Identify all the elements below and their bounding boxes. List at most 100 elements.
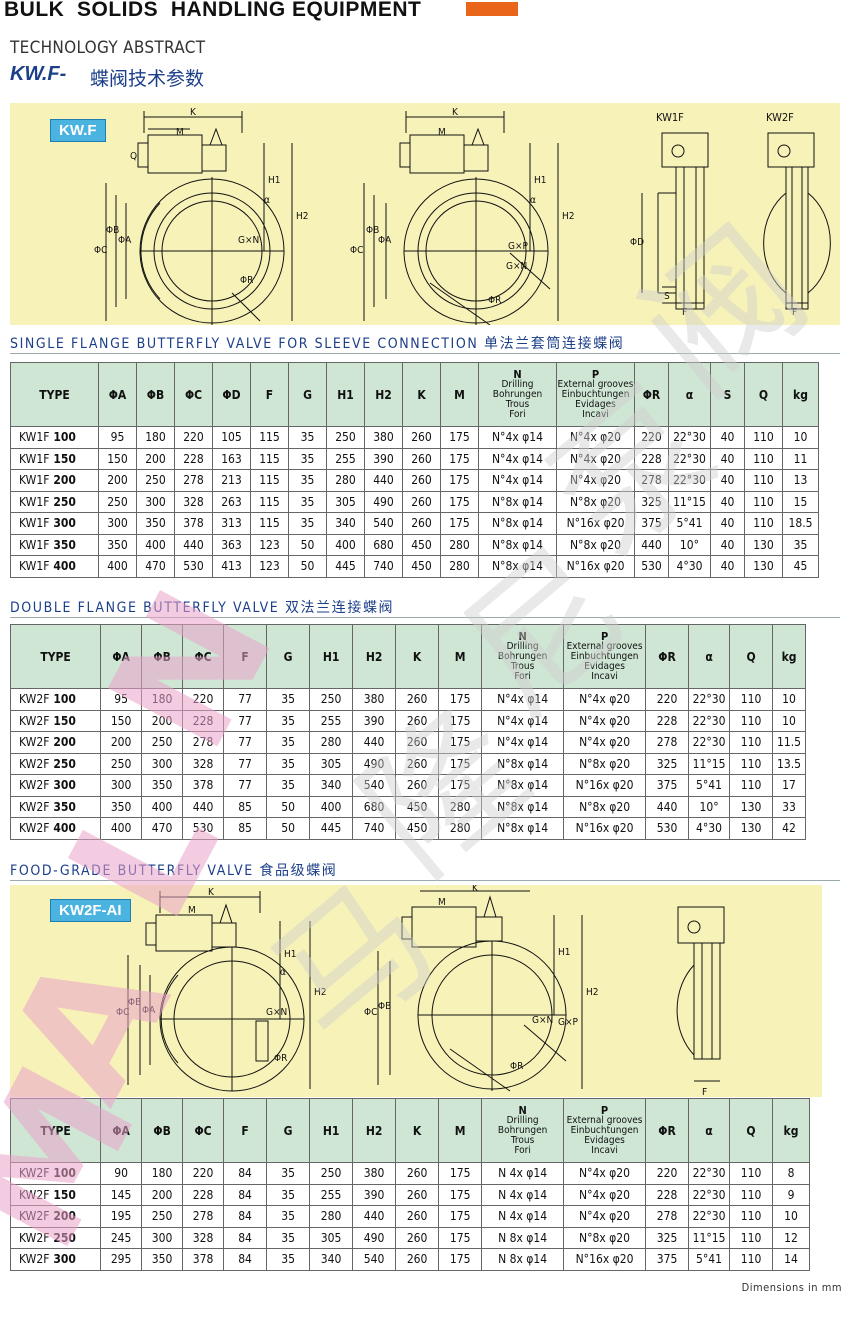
value-cell: N°8x φ20 xyxy=(563,752,647,775)
value-cell: 260 xyxy=(402,447,441,470)
value-cell: N°16x φ20 xyxy=(563,1248,647,1271)
col-header: ΦR xyxy=(634,362,669,427)
value-cell: 123 xyxy=(250,555,289,578)
value-cell: N°8x φ14 xyxy=(481,817,565,840)
model-cn-title: 蝶阀技术参数 xyxy=(90,68,205,90)
value-cell: 110 xyxy=(744,447,783,470)
value-cell: 130 xyxy=(744,555,783,578)
model-code: KW.F- xyxy=(10,63,67,85)
dim-phid: ΦD xyxy=(630,237,644,248)
value-cell: 278 xyxy=(645,731,690,754)
value-cell: 200 xyxy=(98,469,137,492)
value-cell: 213 xyxy=(212,469,251,492)
value-cell: 84 xyxy=(223,1226,268,1249)
value-cell: 350 xyxy=(141,774,184,797)
value-cell: 22°30 xyxy=(688,1205,730,1228)
value-cell: 22°30 xyxy=(688,1183,730,1206)
value-cell: 95 xyxy=(100,688,143,711)
kw2f-label: KW2F xyxy=(766,111,794,124)
value-cell: 115 xyxy=(250,490,289,513)
dim-phia-1: ΦA xyxy=(118,235,132,246)
value-cell: 220 xyxy=(634,426,669,449)
value-cell: N°4x φ20 xyxy=(563,731,647,754)
value-cell: N°4x φ20 xyxy=(563,1183,647,1206)
dimensions-note: Dimensions in mm xyxy=(741,1281,842,1294)
value-cell: N°8x φ20 xyxy=(556,533,635,556)
value-cell: 350 xyxy=(141,1248,184,1271)
value-cell: 11°15 xyxy=(688,752,731,775)
value-cell: 22°30 xyxy=(668,426,711,449)
value-cell: 40 xyxy=(710,533,745,556)
value-cell: 35 xyxy=(266,1205,311,1228)
value-cell: 130 xyxy=(744,533,783,556)
value-cell: 12 xyxy=(772,1226,810,1249)
col-header: ΦC xyxy=(182,1098,225,1163)
section-title-double-flange: DOUBLE FLANGE BUTTERFLY VALVE 双法兰连接蝶阀 xyxy=(10,600,395,616)
value-cell: 130 xyxy=(729,817,774,840)
dim-alpha-2: α xyxy=(530,195,536,206)
value-cell: 175 xyxy=(440,426,479,449)
value-cell: N°4x φ14 xyxy=(481,731,565,754)
value-cell: 10° xyxy=(668,533,711,556)
value-cell: 200 xyxy=(100,731,143,754)
value-cell: 340 xyxy=(309,774,354,797)
value-cell: 313 xyxy=(212,512,251,535)
section-title-single-flange: SINGLE FLANGE BUTTERFLY VALVE FOR SLEEVE… xyxy=(10,336,625,352)
value-cell: 84 xyxy=(223,1183,268,1206)
value-cell: N 4x φ14 xyxy=(481,1205,565,1228)
value-cell: N°4x φ20 xyxy=(563,709,647,732)
value-cell: 115 xyxy=(250,512,289,535)
value-cell: 445 xyxy=(309,817,354,840)
value-cell: 90 xyxy=(100,1162,143,1185)
col-header: α xyxy=(688,624,731,689)
value-cell: 228 xyxy=(645,709,690,732)
value-cell: 200 xyxy=(141,1183,184,1206)
value-cell: N°8x φ14 xyxy=(478,512,557,535)
value-cell: 255 xyxy=(326,447,365,470)
value-cell: N°4x φ20 xyxy=(556,426,635,449)
dim-h1-3: H1 xyxy=(284,949,297,960)
col-header: H2 xyxy=(352,1098,397,1163)
value-cell: 110 xyxy=(728,1248,774,1271)
value-cell: N°8x φ14 xyxy=(478,490,557,513)
value-cell: 250 xyxy=(141,731,184,754)
value-cell: 490 xyxy=(364,490,403,513)
value-cell: N°8x φ20 xyxy=(563,795,647,818)
value-cell: N°16x φ20 xyxy=(563,774,647,797)
value-cell: 740 xyxy=(364,555,403,578)
dim-alpha-3: α xyxy=(280,967,286,978)
value-cell: 363 xyxy=(212,533,251,556)
value-cell: 175 xyxy=(438,1162,483,1185)
value-cell: 280 xyxy=(309,1205,354,1228)
value-cell: 260 xyxy=(395,1205,440,1228)
value-cell: 400 xyxy=(136,533,175,556)
value-cell: 105 xyxy=(212,426,251,449)
value-cell: 40 xyxy=(710,469,745,492)
value-cell: N°4x φ20 xyxy=(563,1162,647,1185)
value-cell: 280 xyxy=(438,795,483,818)
value-cell: 35 xyxy=(266,731,311,754)
section-divider-2 xyxy=(10,617,840,618)
value-cell: 115 xyxy=(250,426,289,449)
value-cell: 50 xyxy=(288,533,327,556)
col-header: kg xyxy=(772,624,806,689)
value-cell: 22°30 xyxy=(688,1162,730,1185)
value-cell: N°4x φ20 xyxy=(556,447,635,470)
value-cell: 11°15 xyxy=(688,1226,730,1249)
value-cell: 280 xyxy=(438,817,483,840)
value-cell: 175 xyxy=(440,490,479,513)
value-cell: 400 xyxy=(326,533,365,556)
value-cell: 175 xyxy=(440,512,479,535)
value-cell: N°4x φ20 xyxy=(563,688,647,711)
dim-phib-2: ΦB xyxy=(366,225,379,236)
